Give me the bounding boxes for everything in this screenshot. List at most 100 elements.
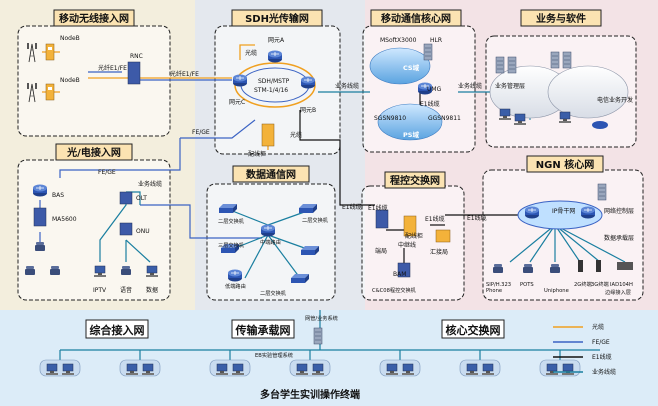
title-program-switch-text: 程控交换网 — [390, 174, 440, 187]
core-router-label: 中端路由 — [260, 238, 281, 246]
gateway-server-icon — [313, 327, 323, 345]
e1-line-label-3: E1线缆 — [368, 204, 388, 212]
nodeb-label-2: NodeB — [60, 77, 80, 84]
ip-router-icon — [524, 206, 540, 219]
title-sdh-text: SDH光传输网 — [245, 12, 309, 25]
phone-icon — [50, 266, 60, 275]
pc-icon — [215, 363, 229, 376]
integrated-access-title: 综合接入网 — [90, 323, 145, 337]
e1-line-label-4: E1线缆 — [425, 215, 445, 223]
low-router-icon — [227, 269, 243, 282]
ma5600-icon — [33, 207, 47, 227]
phone-icon — [25, 266, 35, 275]
title-program-switch — [384, 171, 446, 189]
server-icon — [597, 183, 607, 201]
pc-icon — [498, 108, 512, 121]
ne-b-icon — [300, 76, 316, 89]
relay-line-label: 中继线 — [398, 241, 416, 249]
e1-line-label: E1线缆 — [420, 100, 440, 108]
legend-label-fe-ge: FE/GE — [592, 339, 610, 346]
pc-icon — [231, 363, 245, 376]
title-business-text: 业务与软件 — [536, 12, 586, 25]
2g-label: 2G终端 — [574, 280, 592, 288]
integrated-access-box — [85, 319, 149, 339]
uniphone-icon — [550, 264, 560, 273]
data-label: 数据 — [146, 286, 158, 294]
transport-bearer-title: 传输承载网 — [235, 323, 291, 337]
edge-access-label: 边缘接入层 — [605, 288, 631, 296]
pc-icon — [295, 363, 309, 376]
title-mobile-core-text: 移动通信核心网 — [381, 12, 451, 25]
3g-label: 3G终端 — [591, 280, 609, 288]
ne-a-icon — [267, 50, 283, 63]
l2-switch-icon — [219, 204, 237, 213]
iptv-icon — [93, 265, 107, 278]
core-switch-box — [441, 319, 505, 339]
cs-domain-label: CS域 — [403, 63, 420, 72]
l2-switch-label-3: 二层交换机 — [260, 289, 287, 297]
bas-label: BAS — [52, 192, 64, 199]
tandem-icon — [435, 229, 451, 243]
onu-label: ONU — [136, 228, 150, 235]
ps-domain-label: PS域 — [403, 130, 419, 139]
data-bearer-label: 数据承载层 — [604, 234, 634, 242]
students-label: 多台学生实训操作终端 — [260, 388, 360, 401]
hlr-label: HLR — [430, 37, 442, 44]
end-office-icon — [375, 209, 389, 229]
title-ngn-core-text: NGN 核心网 — [536, 158, 594, 171]
low-router-label: 低端路由 — [225, 282, 246, 290]
title-optical-access-text: 光/电接入网 — [66, 146, 121, 159]
title-mobile-wireless — [53, 9, 135, 27]
l2-switch-label-1: 二层交换机 — [218, 217, 245, 225]
bam-label: BAM — [393, 271, 406, 278]
pc-icon — [558, 111, 572, 124]
iad-icon — [617, 262, 633, 270]
dist-frame-label-2: 配线柜 — [405, 232, 423, 240]
fiber-label: 光缆 — [245, 49, 257, 57]
fiber-e1-fe-label-1: 光纤E1/FE — [98, 64, 127, 72]
legend-label-business: 业务线缆 — [592, 368, 616, 376]
telecom-dev-label: 电信业务开发 — [597, 96, 633, 104]
title-ngn-core — [526, 155, 604, 173]
server-icon — [562, 51, 572, 69]
nodeb-label-1: NodeB — [60, 35, 80, 42]
business-line-label-2: 业务线缆 — [458, 82, 482, 90]
distribution-frame-icon — [261, 123, 275, 147]
e1-line-label-5: E1线缆 — [467, 214, 487, 222]
pc-icon — [141, 363, 155, 376]
voice-phone-icon — [121, 266, 131, 275]
sip-label-1: SIP/H.323 — [486, 282, 511, 288]
gateway-biz-label: 网管/业务系统 — [305, 314, 338, 322]
pc-icon — [513, 113, 527, 126]
hlr-icon — [423, 43, 433, 61]
business-line-label-3: 业务线缆 — [138, 180, 162, 188]
title-business — [520, 9, 602, 27]
business-line-label: 业务线缆 — [335, 82, 359, 90]
data-pc-icon — [145, 265, 159, 278]
bas-icon — [32, 184, 48, 197]
title-mobile-core — [370, 9, 462, 27]
legend-label-fiber: 光缆 — [592, 323, 604, 331]
pc-icon — [385, 363, 399, 376]
l2-switch-icon — [291, 274, 309, 283]
l3-switch-label: 三层交换机 — [218, 241, 245, 249]
nodeb-icon — [45, 83, 55, 101]
uniphone-label: Uniphone — [544, 288, 569, 294]
cs-domain-cloud — [369, 47, 431, 85]
phone-icon — [35, 242, 45, 251]
e1-line-label-2: E1线缆 — [342, 203, 362, 211]
ne-c-icon — [232, 74, 248, 87]
biz-mgmt-label: 业务管理层 — [495, 82, 525, 90]
sip-label-2: Phone — [486, 288, 502, 294]
olt-icon — [119, 191, 133, 205]
sip-phone-icon — [493, 264, 503, 273]
pc-icon — [125, 363, 139, 376]
msoftx-label: MSoftX3000 — [380, 37, 417, 44]
tandem-label: 汇接局 — [430, 248, 448, 256]
biz-cloud-right — [547, 65, 629, 119]
fiber-label-2: 光缆 — [290, 131, 302, 139]
pots-phone-icon — [523, 264, 533, 273]
pc-icon — [465, 363, 479, 376]
